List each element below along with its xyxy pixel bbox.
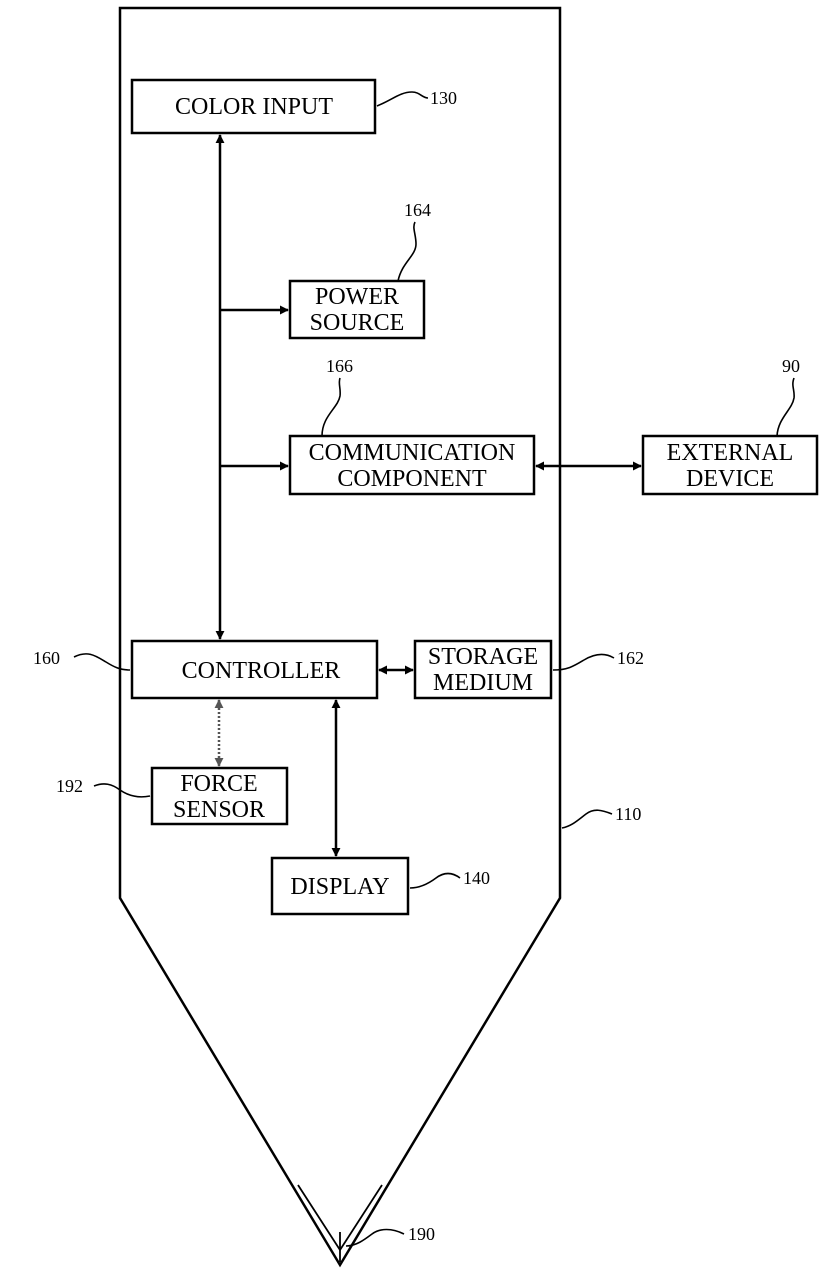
leader-90: [776, 377, 795, 437]
ref-192: 192: [56, 776, 83, 796]
label-line: CONTROLLER: [182, 658, 341, 684]
label-line: POWER: [315, 284, 399, 310]
ref-110: 110: [615, 804, 641, 824]
label-line: MEDIUM: [433, 670, 533, 696]
ref-140: 140: [463, 868, 490, 888]
leader-110: [561, 809, 613, 829]
label-line: EXTERNAL: [667, 440, 794, 466]
ref-160: 160: [33, 648, 60, 668]
storage-medium-box: [413, 639, 553, 700]
label-line: COMPONENT: [337, 466, 487, 492]
controller-box: [130, 639, 379, 700]
ref-130: 130: [430, 88, 457, 108]
power-source-box: [288, 279, 426, 340]
device-housing-outline: [118, 6, 562, 1268]
leader-190: [345, 1228, 405, 1247]
label-line: FORCE: [180, 771, 257, 797]
ref-190: 190: [408, 1224, 435, 1244]
force-sensor-box: [150, 766, 289, 826]
leader-192: [93, 783, 151, 798]
label-line: SOURCE: [310, 310, 405, 336]
label-line: COLOR INPUT: [175, 94, 333, 120]
ref-166: 166: [326, 356, 353, 376]
label-line: DEVICE: [686, 466, 774, 492]
color-input-box: [130, 78, 377, 135]
leader-162: [552, 653, 615, 671]
external-device-box: [641, 434, 819, 496]
leader-164: [397, 221, 417, 282]
label-line: SENSOR: [173, 797, 265, 823]
color-input-label: COLOR INPUT: [175, 94, 333, 120]
display-box: [270, 856, 410, 916]
communication-component-box: [288, 434, 536, 496]
leader-130: [376, 91, 429, 107]
leader-140: [409, 872, 461, 889]
ref-162: 162: [617, 648, 644, 668]
controller-label: CONTROLLER: [182, 658, 341, 684]
leader-166: [321, 377, 342, 437]
display-label: DISPLAY: [290, 874, 389, 900]
label-line: STORAGE: [428, 644, 538, 670]
label-line: DISPLAY: [290, 874, 389, 900]
label-line: COMMUNICATION: [309, 440, 516, 466]
ref-164: 164: [404, 200, 431, 220]
ref-90: 90: [782, 356, 800, 376]
leader-160: [73, 653, 131, 671]
